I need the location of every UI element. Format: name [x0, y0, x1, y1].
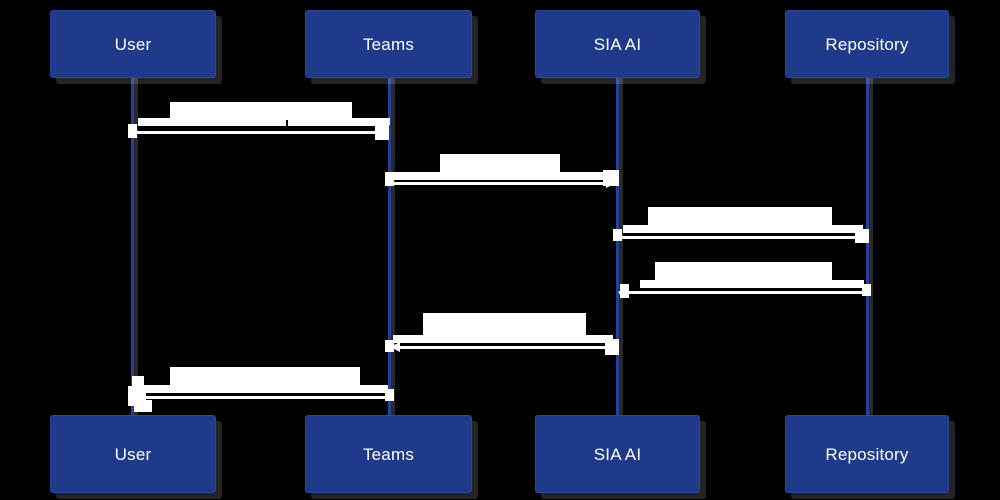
message-label-6-part2	[138, 385, 296, 393]
participant-label-user: User	[114, 444, 152, 464]
activation-bar-teams	[385, 172, 394, 186]
arrowhead-icon	[378, 127, 388, 137]
message-arrow-2-teams-to-sia-ai	[391, 178, 616, 188]
message-label-1-part2	[138, 118, 286, 126]
activation-bar-teams	[385, 389, 394, 401]
participant-box-user-top[interactable]: User	[50, 10, 216, 78]
message-label-5	[423, 313, 586, 335]
message-arrow-3-sia-ai-to-repository	[619, 232, 866, 242]
participant-label-sia-ai: SIA AI	[593, 444, 642, 464]
message-label-3	[648, 207, 832, 225]
arrowhead-icon	[618, 287, 628, 297]
message-label-3-part2	[623, 225, 863, 233]
activation-bar-repository	[862, 284, 871, 296]
participant-label-repository: Repository	[825, 444, 909, 464]
message-label-1-part3	[288, 118, 388, 126]
activation-bar-teams	[385, 340, 394, 352]
participant-label-user: User	[114, 34, 152, 54]
lifeline-repository	[866, 78, 873, 415]
participant-box-sia-ai-top[interactable]: SIA AI	[535, 10, 700, 78]
message-label-2-part2	[391, 172, 607, 180]
participant-label-teams: Teams	[362, 34, 415, 54]
message-arrow-6-teams-to-user	[133, 392, 387, 402]
participant-box-teams-bottom[interactable]: Teams	[305, 415, 472, 493]
activation-bar-user	[134, 400, 152, 412]
arrowhead-icon	[856, 232, 866, 242]
activation-bar-user	[128, 124, 137, 138]
message-arrow-4-repository-to-sia-ai	[618, 287, 865, 297]
message-label-6-part3	[296, 385, 388, 393]
participant-box-teams-top[interactable]: Teams	[305, 10, 472, 78]
participant-box-repository-bottom[interactable]: Repository	[785, 415, 949, 493]
message-label-4	[655, 262, 832, 280]
participant-box-user-bottom[interactable]: User	[50, 415, 216, 493]
participant-box-repository-top[interactable]: Repository	[785, 10, 949, 78]
lifeline-user	[131, 78, 138, 415]
participant-label-repository: Repository	[825, 34, 909, 54]
activation-bar-user	[132, 376, 144, 386]
arrowhead-icon	[606, 178, 616, 188]
message-arrow-1-user-to-teams	[134, 127, 388, 137]
lifeline-teams	[388, 78, 395, 415]
message-arrow-5-sia-ai-to-teams	[390, 342, 615, 352]
arrowhead-icon	[390, 342, 400, 352]
participant-box-sia-ai-bottom[interactable]: SIA AI	[535, 415, 700, 493]
arrowhead-icon	[133, 392, 143, 402]
message-label-4-part2	[640, 280, 864, 288]
participant-label-sia-ai: SIA AI	[593, 34, 642, 54]
activation-bar-sia-ai	[613, 229, 622, 241]
participant-label-teams: Teams	[362, 444, 415, 464]
message-label-6	[170, 367, 360, 385]
lifeline-sia-ai	[616, 78, 623, 415]
message-label-2	[440, 154, 560, 172]
message-label-5-part2	[393, 335, 613, 343]
message-label-1	[170, 102, 352, 120]
